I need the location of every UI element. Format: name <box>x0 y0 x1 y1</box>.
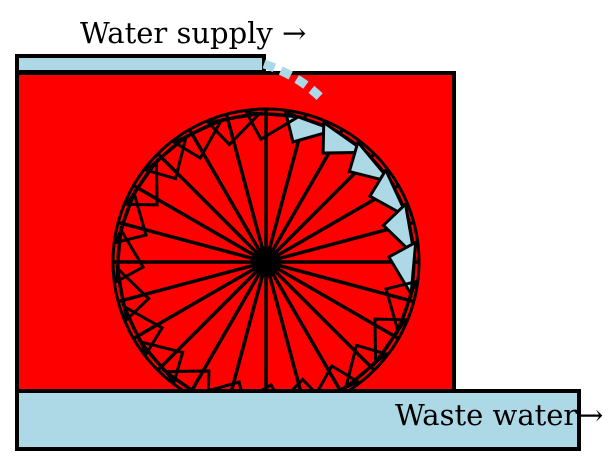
waste-water-arrow: → <box>579 398 603 432</box>
water-stream <box>262 59 327 104</box>
water-wheel <box>111 107 421 391</box>
empty-bucket <box>136 339 185 385</box>
empty-bucket <box>316 363 362 391</box>
waste-water-channel <box>15 389 581 451</box>
empty-bucket <box>243 110 303 142</box>
empty-bucket <box>114 225 146 285</box>
empty-bucket <box>121 303 165 358</box>
empty-bucket <box>123 157 159 207</box>
empty-bucket <box>205 111 264 147</box>
water-filled-bucket <box>347 139 396 185</box>
empty-bucket <box>161 369 211 391</box>
empty-bucket <box>170 117 225 161</box>
empty-bucket <box>115 264 151 323</box>
water-filled-bucket <box>386 239 418 299</box>
empty-bucket <box>384 279 419 336</box>
water-filled-bucket <box>283 109 340 144</box>
water-supply-label: Water supply → <box>80 16 306 50</box>
water-filled-bucket <box>367 166 411 221</box>
empty-bucket <box>201 380 243 391</box>
empty-bucket <box>373 317 409 367</box>
empty-bucket <box>143 132 189 181</box>
water-filled-bucket <box>381 201 417 260</box>
waste-water-label: Waste water <box>395 398 577 432</box>
empty-bucket <box>343 343 389 391</box>
wheel-hub <box>251 247 281 277</box>
empty-bucket <box>113 188 148 245</box>
supply-trough <box>15 54 266 74</box>
